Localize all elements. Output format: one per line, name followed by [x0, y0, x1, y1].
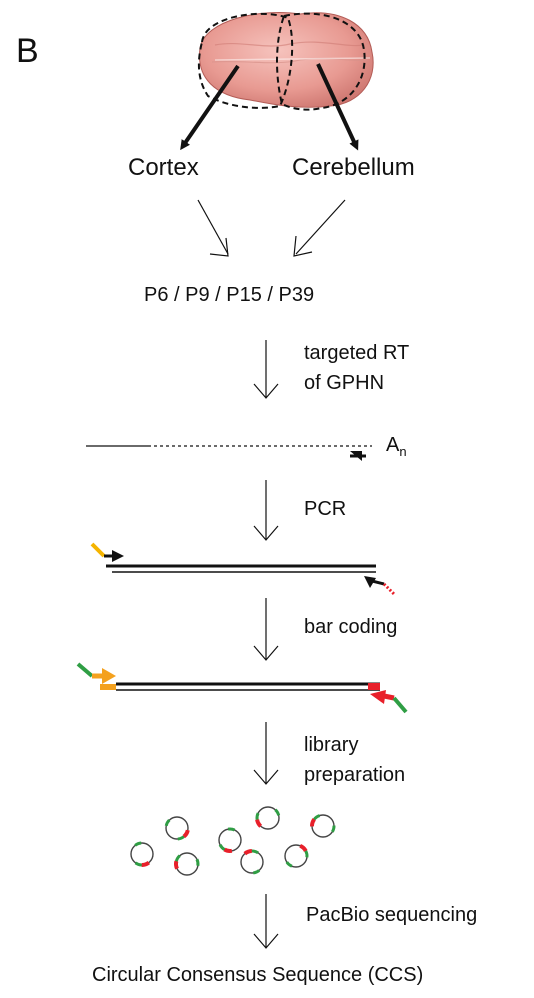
cerebellum-arrow	[316, 63, 359, 151]
polya-subscript: n	[399, 444, 407, 459]
polya-label: An	[386, 434, 407, 460]
pcr-product	[90, 542, 396, 596]
step-label-pcr: PCR	[304, 498, 347, 520]
smrtbell-circle	[130, 841, 154, 867]
smrtbell-circle	[218, 827, 242, 853]
region-label-cortex: Cortex	[128, 154, 199, 181]
rt-template	[86, 445, 372, 461]
cortex-arrow	[180, 64, 240, 151]
smrtbell-circle	[240, 849, 264, 875]
step-arrows	[253, 340, 279, 949]
final-output-label: Circular Consensus Sequence (CCS)	[92, 964, 424, 986]
smrtbell-circle	[310, 814, 336, 838]
step-label-rt-line2: of GPHN	[304, 372, 385, 394]
panel-label: B	[16, 32, 39, 70]
timepoints-label: P6 / P9 / P15 / P39	[144, 284, 315, 306]
smrtbell-circle	[255, 806, 281, 830]
step-label-sequencing: PacBio sequencing	[306, 904, 478, 926]
step-label-library-line1: library	[304, 734, 359, 756]
step-label-rt-line1: targeted RT	[304, 342, 410, 364]
cerebellum-outline	[276, 12, 366, 111]
region-label-cerebellum: Cerebellum	[292, 154, 415, 181]
brain-illustration	[197, 11, 374, 111]
converging-arrows	[197, 199, 346, 257]
step-label-barcoding: bar coding	[304, 616, 398, 638]
smrtbell-circle	[174, 852, 200, 876]
smrtbell-circle	[164, 816, 190, 841]
step-label-library-line2: preparation	[304, 764, 406, 786]
polya-base: A	[386, 434, 400, 456]
smrtbell-library	[130, 806, 336, 876]
cortex-outline	[197, 12, 294, 109]
barcoded-product	[76, 662, 408, 714]
smrtbell-circle	[284, 843, 309, 868]
